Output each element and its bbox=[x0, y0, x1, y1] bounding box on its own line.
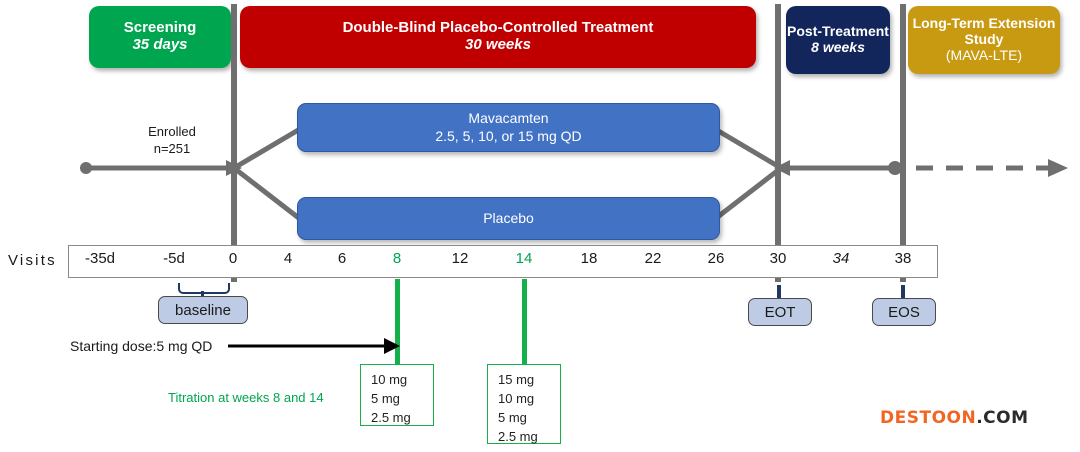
arm-dose-mavacamten: 2.5, 5, 10, or 15 mg QD bbox=[435, 127, 582, 144]
phase-duration-screening: 35 days bbox=[132, 36, 188, 53]
separator-week-30 bbox=[775, 4, 781, 282]
visit-tick-12: 12 bbox=[451, 250, 469, 267]
phase-box-post-treatment: Post-Treatment 8 weeks bbox=[786, 6, 890, 74]
titration-note: Titration at weeks 8 and 14 bbox=[168, 390, 324, 405]
visit-tick-30: 30 bbox=[769, 250, 787, 267]
dose-line: 10 mg bbox=[371, 372, 408, 387]
dose-box-week-8: 10 mg 5 mg 2.5 mg bbox=[360, 364, 434, 426]
watermark: DESTOON.COM bbox=[880, 408, 1029, 428]
visit-tick-0: 0 bbox=[228, 250, 238, 267]
marker-eot: EOT bbox=[748, 298, 812, 326]
separator-week-38 bbox=[900, 4, 906, 282]
dose-line: 2.5 mg bbox=[371, 409, 411, 425]
eot-marker-stem bbox=[777, 285, 781, 299]
visit-tick-34: 34 bbox=[832, 250, 850, 267]
separator-week-0 bbox=[231, 4, 237, 282]
phase-title-treatment: Double-Blind Placebo-Controlled Treatmen… bbox=[342, 19, 654, 37]
phase-box-screening: Screening 35 days bbox=[89, 6, 231, 68]
phase-box-long-term-extension: Long-Term Extension Study (MAVA-LTE) bbox=[908, 6, 1060, 74]
watermark-brand: DESTOON bbox=[880, 408, 977, 428]
starting-dose-label: Starting dose:5 mg QD bbox=[70, 338, 213, 354]
enrollment-annotation: Enrolled n=251 bbox=[112, 124, 232, 158]
titration-line-week-14 bbox=[522, 279, 527, 365]
visits-timeline-box bbox=[68, 245, 938, 278]
phase-title-screening: Screening bbox=[123, 19, 197, 37]
dose-line: 5 mg bbox=[371, 390, 400, 406]
dose-line: 10 mg bbox=[498, 390, 535, 406]
eos-marker-stem bbox=[901, 285, 905, 299]
phase-duration-post-treatment: 8 weeks bbox=[811, 39, 865, 55]
visit-tick-26: 26 bbox=[707, 250, 725, 267]
phase-title-lte: Long-Term Extension Study bbox=[912, 15, 1056, 48]
visit-tick-38: 38 bbox=[894, 250, 912, 267]
dose-line: 15 mg bbox=[498, 372, 535, 387]
marker-baseline: baseline bbox=[158, 296, 248, 324]
visit-tick--35d: -35d bbox=[84, 250, 116, 267]
visit-tick-22: 22 bbox=[644, 250, 662, 267]
titration-line-week-8 bbox=[395, 279, 400, 365]
arm-box-mavacamten: Mavacamten 2.5, 5, 10, or 15 mg QD bbox=[297, 103, 720, 152]
arm-box-placebo: Placebo bbox=[297, 197, 720, 240]
dose-line: 5 mg bbox=[498, 409, 527, 425]
dose-line: 2.5 mg bbox=[498, 428, 538, 444]
visit-tick-8: 8 bbox=[392, 250, 402, 267]
visit-tick-14: 14 bbox=[515, 250, 533, 267]
baseline-bracket-stem bbox=[201, 291, 204, 299]
enrollment-count: n=251 bbox=[153, 140, 191, 156]
phase-box-treatment: Double-Blind Placebo-Controlled Treatmen… bbox=[240, 6, 756, 68]
arm-name-placebo: Placebo bbox=[483, 209, 534, 226]
arm-name-mavacamten: Mavacamten bbox=[468, 110, 549, 126]
marker-eos: EOS bbox=[872, 298, 936, 326]
visit-tick-18: 18 bbox=[580, 250, 598, 267]
visit-tick--5d: -5d bbox=[163, 250, 185, 267]
starting-dose-arrow bbox=[228, 338, 400, 354]
enrollment-label: Enrolled bbox=[148, 124, 196, 139]
visit-tick-6: 6 bbox=[337, 250, 347, 267]
watermark-tld: .COM bbox=[976, 408, 1029, 428]
dose-box-week-14: 15 mg 10 mg 5 mg 2.5 mg bbox=[487, 364, 561, 444]
phase-duration-treatment: 30 weeks bbox=[465, 36, 531, 53]
visit-tick-4: 4 bbox=[283, 250, 293, 267]
baseline-bracket bbox=[178, 283, 230, 294]
visits-row-label: Visits bbox=[8, 252, 57, 269]
phase-duration-lte: (MAVA-LTE) bbox=[945, 46, 1023, 63]
phase-title-post-treatment: Post-Treatment bbox=[787, 23, 889, 40]
